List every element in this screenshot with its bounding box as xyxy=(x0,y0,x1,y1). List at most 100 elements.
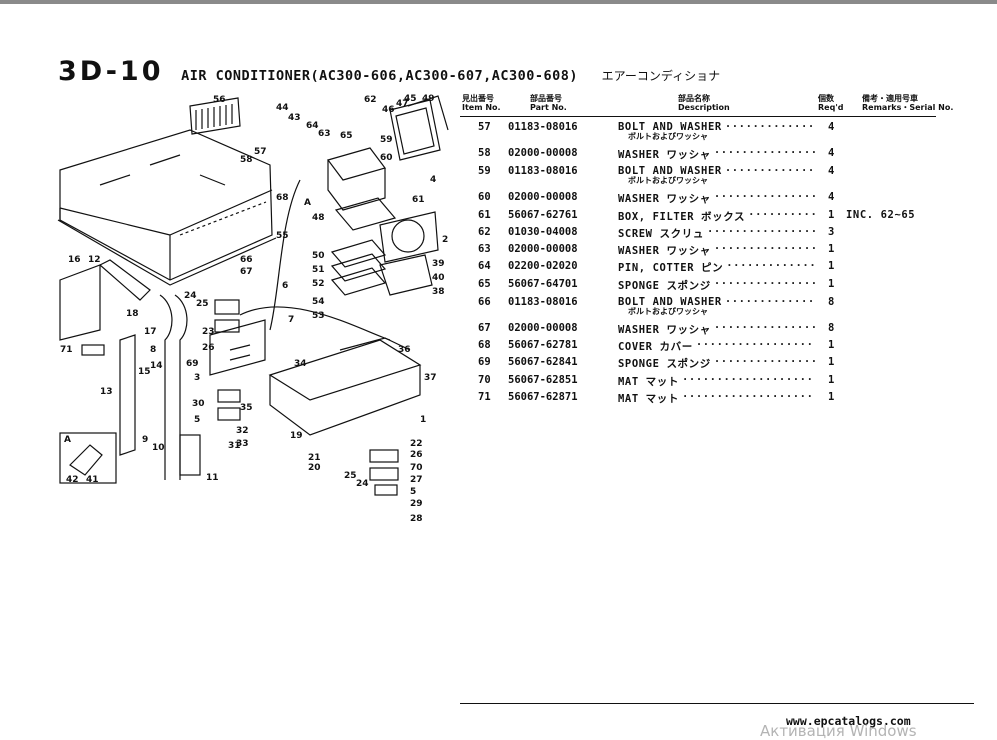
svg-text:51: 51 xyxy=(312,265,325,275)
svg-text:19: 19 xyxy=(290,431,303,441)
item-no: 67 xyxy=(478,322,491,334)
part-no: 02000-00008 xyxy=(508,243,578,255)
quantity: 1 xyxy=(828,243,835,255)
svg-text:42: 42 xyxy=(66,475,79,485)
dot-leader: ··············· xyxy=(713,191,818,203)
part-no: 01183-08016 xyxy=(508,165,578,177)
item-no: 69 xyxy=(478,356,491,368)
dot-leader: ················ xyxy=(706,226,818,238)
svg-text:67: 67 xyxy=(240,267,253,277)
description: COVER カバー xyxy=(618,341,693,353)
svg-text:13: 13 xyxy=(100,387,113,397)
description-jp: ボルトおよびワッシャ xyxy=(628,176,708,185)
svg-text:34: 34 xyxy=(294,359,307,369)
svg-text:30: 30 xyxy=(192,399,205,409)
dot-leader: ············· xyxy=(724,296,815,308)
svg-text:21: 21 xyxy=(308,453,321,463)
description: WASHER ワッシャ xyxy=(618,245,711,257)
svg-text:14: 14 xyxy=(150,361,163,371)
item-no: 65 xyxy=(478,278,491,290)
description: BOLT AND WASHER xyxy=(618,296,722,308)
dot-leader: ················· xyxy=(695,339,814,351)
section-name-jp: エアーコンディショナ xyxy=(601,69,721,83)
svg-text:2: 2 xyxy=(442,235,448,245)
quantity: 8 xyxy=(828,322,835,334)
svg-text:35: 35 xyxy=(240,403,253,413)
part-no: 01030-04008 xyxy=(508,226,578,238)
svg-text:44: 44 xyxy=(276,103,289,113)
item-no: 66 xyxy=(478,296,491,308)
quantity: 4 xyxy=(828,147,835,159)
dot-leader: ··················· xyxy=(682,374,814,386)
quantity: 4 xyxy=(828,121,835,133)
svg-text:6: 6 xyxy=(282,281,288,291)
svg-text:61: 61 xyxy=(412,195,425,205)
part-no: 56067-62781 xyxy=(508,339,578,351)
dot-leader: ··················· xyxy=(682,391,814,403)
svg-text:5: 5 xyxy=(194,415,200,425)
quantity: 3 xyxy=(828,226,835,238)
quantity: 1 xyxy=(828,260,835,272)
svg-text:7: 7 xyxy=(288,315,294,325)
description: WASHER ワッシャ xyxy=(618,324,711,336)
part-no: 56067-62841 xyxy=(508,356,578,368)
svg-text:48: 48 xyxy=(312,213,325,223)
svg-text:71: 71 xyxy=(60,345,73,355)
quantity: 4 xyxy=(828,165,835,177)
header-divider xyxy=(460,116,936,117)
svg-text:52: 52 xyxy=(312,279,325,289)
svg-text:39: 39 xyxy=(432,259,445,269)
description: BOLT AND WASHER xyxy=(618,121,722,133)
svg-text:26: 26 xyxy=(410,450,423,460)
item-no: 58 xyxy=(478,147,491,159)
description: BOLT AND WASHER xyxy=(618,165,722,177)
part-no: 56067-64701 xyxy=(508,278,578,290)
part-no: 56067-62761 xyxy=(508,209,578,221)
dot-leader: ··············· xyxy=(713,147,818,159)
svg-text:63: 63 xyxy=(318,129,331,139)
svg-text:41: 41 xyxy=(86,475,99,485)
quantity: 1 xyxy=(828,356,835,368)
section-code: 3D-10 xyxy=(58,56,164,87)
description: PIN, COTTER ピン xyxy=(618,262,724,274)
site-url: www.epcatalogs.com xyxy=(786,714,911,728)
quantity: 1 xyxy=(828,278,835,290)
dot-leader: ············· xyxy=(726,260,817,272)
svg-text:64: 64 xyxy=(306,121,319,131)
description-jp: ボルトおよびワッシャ xyxy=(628,307,708,316)
svg-text:53: 53 xyxy=(312,311,325,321)
svg-text:58: 58 xyxy=(240,155,253,165)
svg-text:3: 3 xyxy=(194,373,200,383)
dot-leader: ··············· xyxy=(713,356,818,368)
description: MAT マット xyxy=(618,393,679,405)
svg-text:69: 69 xyxy=(186,359,199,369)
dot-leader: ··············· xyxy=(713,322,818,334)
item-no: 68 xyxy=(478,339,491,351)
item-no: 71 xyxy=(478,391,491,403)
dot-leader: ··············· xyxy=(713,278,818,290)
svg-text:29: 29 xyxy=(410,499,423,509)
part-no: 02000-00008 xyxy=(508,322,578,334)
item-no: 60 xyxy=(478,191,491,203)
item-no: 59 xyxy=(478,165,491,177)
svg-text:27: 27 xyxy=(410,475,423,485)
svg-text:55: 55 xyxy=(276,231,289,241)
svg-text:18: 18 xyxy=(126,309,139,319)
svg-text:57: 57 xyxy=(254,147,267,157)
svg-text:5: 5 xyxy=(410,487,416,497)
quantity: 1 xyxy=(828,209,835,221)
description: WASHER ワッシャ xyxy=(618,149,711,161)
svg-text:9: 9 xyxy=(142,435,148,445)
svg-text:49: 49 xyxy=(422,94,435,104)
svg-text:28: 28 xyxy=(410,514,423,524)
quantity: 1 xyxy=(828,391,835,403)
description: SPONGE スポンジ xyxy=(618,280,711,292)
item-no: 70 xyxy=(478,374,491,386)
svg-text:25: 25 xyxy=(344,471,357,481)
svg-text:10: 10 xyxy=(152,443,165,453)
section-name: AIR CONDITIONER(AC300-606,AC300-607,AC30… xyxy=(181,68,578,84)
svg-text:24: 24 xyxy=(356,479,369,489)
